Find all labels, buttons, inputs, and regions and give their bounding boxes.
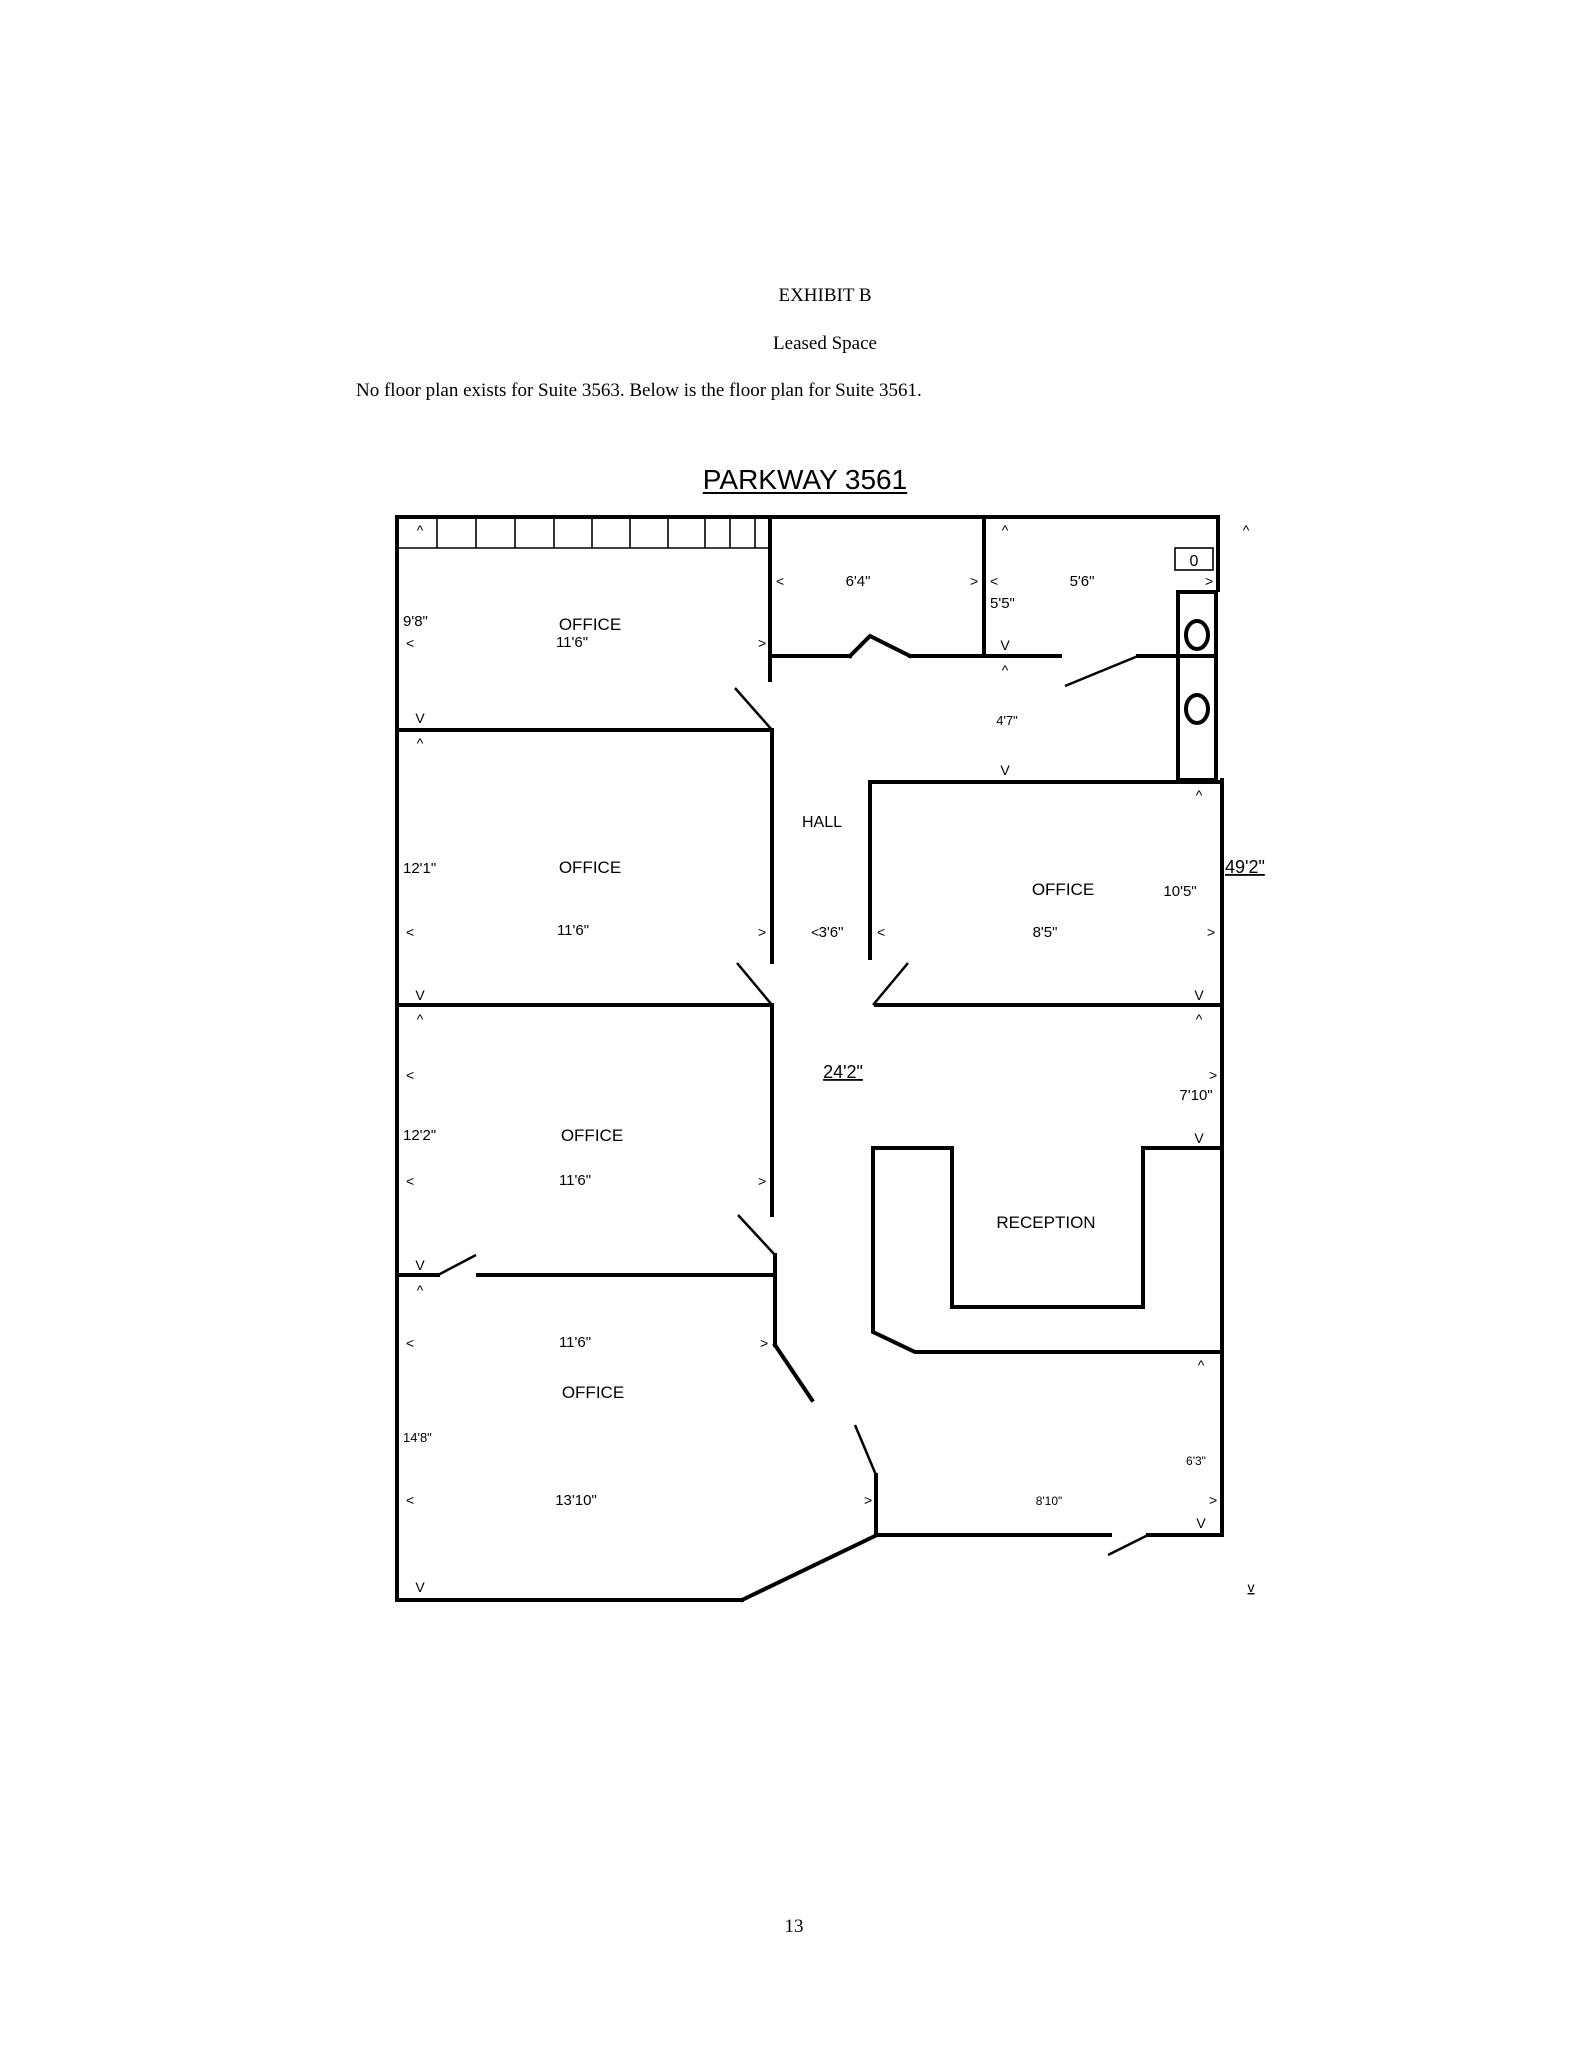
dimension-label: 6'4" bbox=[846, 573, 871, 590]
arrow-right-icon: > bbox=[1205, 573, 1213, 589]
dimension-label: 10'5" bbox=[1163, 883, 1196, 900]
arrow-down-icon: V bbox=[1196, 1515, 1206, 1531]
subtitle: Leased Space bbox=[773, 333, 877, 354]
arrow-down-icon: V bbox=[1000, 637, 1010, 653]
dimension-label: 4'7" bbox=[996, 713, 1018, 728]
room-label-office-3: OFFICE bbox=[561, 1126, 623, 1145]
arrow-left-icon: < bbox=[406, 1335, 414, 1351]
exhibit-title: EXHIBIT B bbox=[778, 285, 872, 306]
arrow-up-icon: ^ bbox=[1002, 662, 1009, 678]
room-label-office-right: OFFICE bbox=[1032, 880, 1094, 899]
arrow-down-icon: V bbox=[415, 987, 425, 1003]
outer-walls bbox=[395, 515, 1224, 1603]
dimension-label: 14'8" bbox=[403, 1430, 432, 1445]
dimension-label: 8'10" bbox=[1036, 1494, 1063, 1508]
dimension-label: 5'5" bbox=[990, 595, 1015, 612]
arrow-down-icon: V bbox=[1194, 987, 1204, 1003]
fixtures: 0 bbox=[1174, 547, 1214, 725]
storage-bays bbox=[397, 517, 770, 549]
dimension-label: 3'6" bbox=[819, 924, 844, 941]
room-labels: OFFICE OFFICE OFFICE OFFICE OFFICE HALL … bbox=[559, 615, 1096, 1402]
arrow-right-icon: > bbox=[864, 1492, 872, 1508]
arrow-right-icon: > bbox=[1207, 924, 1215, 940]
note-text: No floor plan exists for Suite 3563. Bel… bbox=[356, 380, 922, 401]
arrow-left-icon: < bbox=[811, 924, 819, 940]
dimension-labels: 9'8" 11'6" 12'1" 11'6" 12'2" 11'6" 11'6"… bbox=[403, 573, 1265, 1509]
dimension-label: 9'8" bbox=[403, 613, 428, 630]
dimension-arrows: ^ V < > ^ V < > ^ < < > V ^ < > < > V < … bbox=[406, 522, 1255, 1595]
arrow-up-icon: ^ bbox=[1196, 1011, 1203, 1027]
page-number: 13 bbox=[784, 1916, 804, 1937]
dimension-label: 11'6" bbox=[559, 1172, 591, 1189]
dimension-label: 12'2" bbox=[403, 1127, 436, 1144]
overall-width-label: 24'2" bbox=[823, 1062, 863, 1082]
arrow-left-icon: < bbox=[406, 1173, 414, 1189]
fixture-box bbox=[1174, 547, 1214, 571]
dimension-label: 6'3" bbox=[1186, 1454, 1206, 1468]
arrow-left-icon: < bbox=[877, 924, 885, 940]
dimension-label: 13'10" bbox=[555, 1492, 597, 1509]
floor-plan-title: PARKWAY 3561 bbox=[702, 464, 908, 495]
arrow-right-icon: > bbox=[970, 573, 978, 589]
arrow-up-icon: ^ bbox=[1196, 787, 1203, 803]
dimension-label: 11'6" bbox=[556, 634, 588, 651]
office-1-door bbox=[734, 687, 773, 731]
office-4-angled-wall bbox=[772, 1342, 815, 1403]
office-4-door bbox=[853, 1424, 878, 1476]
overall-height-label: 49'2" bbox=[1225, 857, 1265, 877]
dimension-label: 12'1" bbox=[403, 860, 436, 877]
arrow-down-icon: v bbox=[1248, 1579, 1255, 1595]
arrow-down-icon: V bbox=[415, 1579, 425, 1595]
arrow-left-icon: < bbox=[776, 573, 784, 589]
arrow-up-icon: ^ bbox=[417, 1011, 424, 1027]
arrow-left-icon: < bbox=[406, 1067, 414, 1083]
arrow-left-icon: < bbox=[990, 573, 998, 589]
entry-door bbox=[1107, 1533, 1149, 1557]
arrow-up-icon: ^ bbox=[1198, 1357, 1205, 1373]
arrow-right-icon: > bbox=[758, 635, 766, 651]
arrow-left-icon: < bbox=[406, 924, 414, 940]
arrow-up-icon: ^ bbox=[1243, 522, 1250, 538]
office-3-closet-door bbox=[437, 1253, 477, 1277]
arrow-down-icon: V bbox=[1000, 762, 1010, 778]
arrow-up-icon: ^ bbox=[417, 735, 424, 751]
room-label-hall: HALL bbox=[802, 814, 842, 831]
arrow-left-icon: < bbox=[406, 635, 414, 651]
room-label-office-2: OFFICE bbox=[559, 858, 621, 877]
arrow-left-icon: < bbox=[406, 1492, 414, 1508]
arrow-down-icon: V bbox=[415, 1257, 425, 1273]
office-right-door bbox=[872, 962, 909, 1006]
dimension-label: 11'6" bbox=[557, 922, 589, 939]
arrow-right-icon: > bbox=[1209, 1067, 1217, 1083]
reception-desk-inner bbox=[871, 1146, 1220, 1309]
small-room-door bbox=[1064, 654, 1139, 688]
closet-bifold-door bbox=[847, 633, 913, 659]
arrow-down-icon: V bbox=[1194, 1130, 1204, 1146]
arrow-right-icon: > bbox=[758, 924, 766, 940]
arrow-up-icon: ^ bbox=[1002, 522, 1009, 538]
dimension-label: 7'10" bbox=[1179, 1087, 1212, 1104]
arrow-right-icon: > bbox=[1209, 1492, 1217, 1508]
water-heater-icon bbox=[1184, 619, 1210, 651]
office-3-door bbox=[737, 1214, 776, 1256]
dimension-label: 8'5" bbox=[1033, 924, 1058, 941]
water-heater-icon bbox=[1184, 693, 1210, 725]
bottom-wall-angled bbox=[739, 1532, 880, 1603]
room-label-office-1: OFFICE bbox=[559, 615, 621, 634]
arrow-up-icon: ^ bbox=[417, 1282, 424, 1298]
arrow-right-icon: > bbox=[760, 1335, 768, 1351]
room-label-office-4: OFFICE bbox=[562, 1383, 624, 1402]
room-label-reception: RECEPTION bbox=[996, 1213, 1095, 1232]
arrow-right-icon: > bbox=[758, 1173, 766, 1189]
office-2-door bbox=[736, 962, 773, 1006]
dimension-label: 5'6" bbox=[1070, 573, 1095, 590]
dimension-label: 11'6" bbox=[559, 1334, 591, 1351]
arrow-up-icon: ^ bbox=[417, 522, 424, 538]
interior-walls bbox=[395, 515, 1224, 1557]
arrow-down-icon: V bbox=[415, 710, 425, 726]
fixture-label: 0 bbox=[1190, 553, 1199, 570]
reception-desk-outer bbox=[871, 1146, 1224, 1354]
